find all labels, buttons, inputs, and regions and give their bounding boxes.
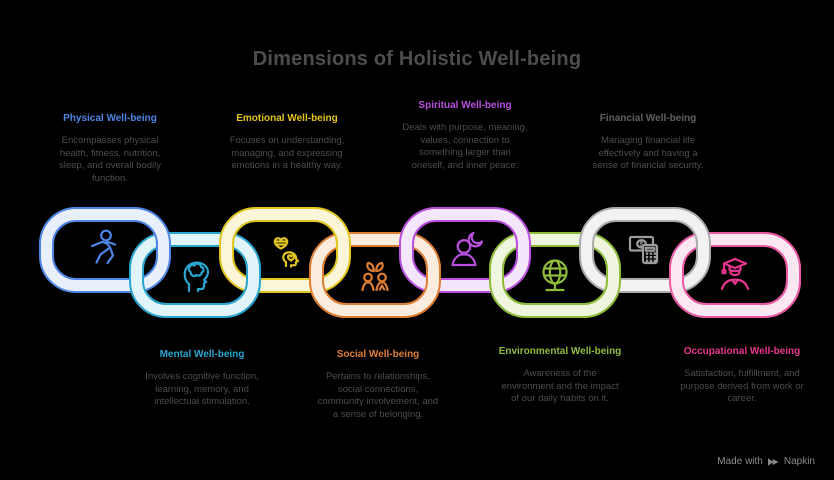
dimension-description: Managing financial life effectively and …	[592, 135, 704, 172]
dimension-description: Awareness of the environment and the imp…	[501, 368, 619, 405]
dimension-mental: Mental Well-being Involves cognitive fun…	[124, 348, 280, 409]
runner-icon	[90, 229, 117, 265]
dimension-title: Physical Well-being	[63, 113, 157, 124]
svg-text:$: $	[640, 241, 644, 248]
chain-link-occupational-well-being	[669, 262, 801, 318]
meditation-moon-icon	[451, 231, 484, 267]
chain-link-environmental-well-being	[489, 262, 621, 318]
napkin-logo-icon	[767, 457, 779, 466]
dimension-environmental: Environmental Well-being Awareness of th…	[482, 345, 638, 406]
people-icon	[361, 261, 389, 292]
dimension-description: Focuses on understanding, managing, and …	[229, 135, 345, 172]
chain-link-social-well-being	[309, 262, 441, 318]
head-brain-icon	[183, 261, 210, 293]
dimension-description: Encompasses physical health, fitness, nu…	[59, 135, 161, 185]
dimension-emotional: Emotional Well-being Focuses on understa…	[209, 112, 365, 173]
dimension-title: Occupational Well-being	[683, 346, 801, 357]
money-calculator-icon: $	[628, 235, 659, 265]
dimension-title: Financial Well-being	[599, 113, 697, 124]
page-title: Dimensions of Holistic Well-being	[252, 48, 582, 70]
dimension-physical: Physical Well-being Encompasses physical…	[32, 112, 188, 186]
dimension-title: Environmental Well-being	[498, 346, 622, 357]
dimension-title: Mental Well-being	[159, 349, 245, 360]
graduate-icon	[720, 257, 750, 291]
dimension-occupational: Occupational Well-being Satisfaction, fu…	[664, 345, 820, 406]
chain-link-mental-well-being	[129, 262, 261, 318]
dimension-financial: Financial Well-being Managing financial …	[570, 112, 726, 173]
dimension-spiritual: Spiritual Well-being Deals with purpose,…	[387, 99, 543, 173]
dimension-title: Emotional Well-being	[236, 113, 338, 124]
made-with-napkin: Made with Napkin	[717, 456, 815, 467]
dimension-description: Involves cognitive function, learning, m…	[145, 371, 259, 408]
dimension-description: Pertains to relationships, social connec…	[317, 371, 439, 421]
dimension-social: Social Well-being Pertains to relationsh…	[300, 348, 456, 422]
dimension-description: Satisfaction, fulfillment, and purpose d…	[680, 368, 804, 405]
globe-stand-icon	[542, 259, 568, 292]
head-heart-icon	[273, 237, 300, 268]
made-with-text: Made with	[717, 456, 763, 467]
napkin-brand-text: Napkin	[783, 456, 815, 467]
dimension-title: Spiritual Well-being	[418, 100, 512, 111]
dimension-description: Deals with purpose, meaning, values, con…	[402, 122, 528, 172]
dimension-title: Social Well-being	[336, 349, 420, 360]
